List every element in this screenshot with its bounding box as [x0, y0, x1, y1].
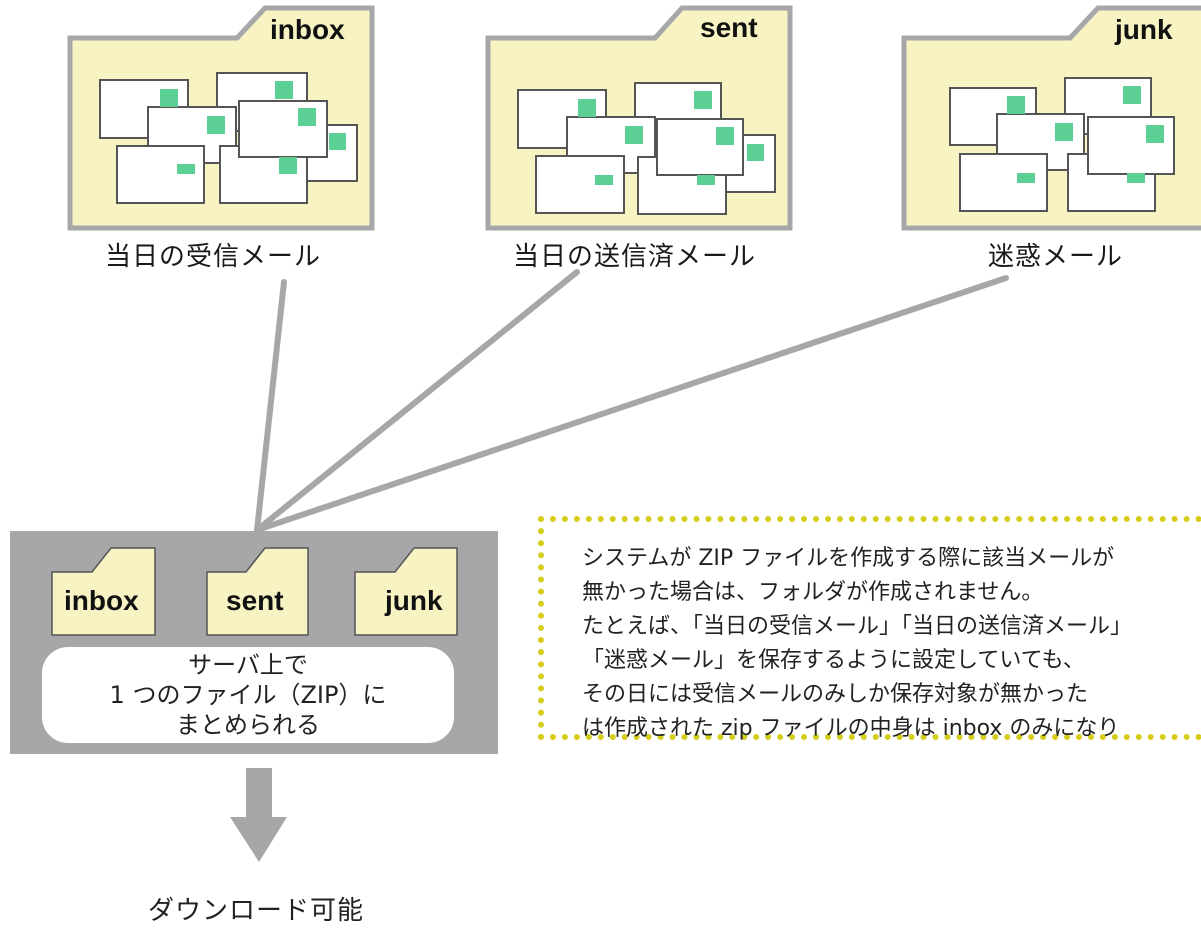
download-arrow: [230, 768, 287, 862]
zip-tag-sent: sent: [226, 585, 284, 616]
zip-caption: サーバ上で 1 つのファイル（ZIP）に まとめられる: [42, 647, 454, 743]
caption-sent: 当日の送信済メール: [513, 242, 757, 272]
note-box: [538, 516, 1201, 740]
zip-folder-inbox-icon: [51, 547, 156, 636]
connector-inbox: [254, 279, 287, 533]
folder-tag-junk: junk: [1115, 14, 1173, 45]
caption-junk: 迷惑メール: [988, 242, 1124, 272]
zip-folder-icons: [51, 547, 458, 636]
connector-junk: [254, 275, 1009, 533]
note-line: は作成された zip ファイルの中身は inbox のみになり: [582, 716, 1120, 741]
note-text: システムが ZIP ファイルを作成する際に該当メールが 無かった場合は、フォルダ…: [582, 542, 1201, 746]
note-line: 「迷惑メール」を保存するように設定していても、: [582, 648, 1085, 673]
zip-folder-junk-icon: [354, 547, 458, 636]
folder-tag-inbox: inbox: [270, 14, 345, 45]
note-line: たとえば、「当日の受信メール」「当日の送信済メール」: [582, 614, 1133, 639]
zip-caption-line: 1 つのファイル（ZIP）に: [109, 681, 387, 709]
caption-inbox: 当日の受信メール: [105, 242, 322, 272]
note-line: 無かった場合は、フォルダが作成されません。: [582, 580, 1044, 605]
zip-tag-junk: junk: [385, 585, 443, 616]
note-line: システムが ZIP ファイルを作成する際に該当メールが: [582, 546, 1115, 571]
note-line: その日には受信メールのみしか保存対象が無かった: [582, 682, 1089, 707]
folder-tag-sent: sent: [700, 12, 758, 43]
zip-folder-sent-icon: [206, 547, 309, 636]
zip-caption-line: まとめられる: [176, 711, 320, 739]
download-label: ダウンロード可能: [148, 896, 365, 926]
folder-junk: [901, 5, 1201, 231]
connector-sent: [254, 269, 580, 533]
folder-inbox: [67, 5, 375, 231]
folder-sent: [485, 5, 793, 231]
zip-caption-line: サーバ上で: [188, 651, 308, 679]
zip-tag-inbox: inbox: [64, 585, 139, 616]
